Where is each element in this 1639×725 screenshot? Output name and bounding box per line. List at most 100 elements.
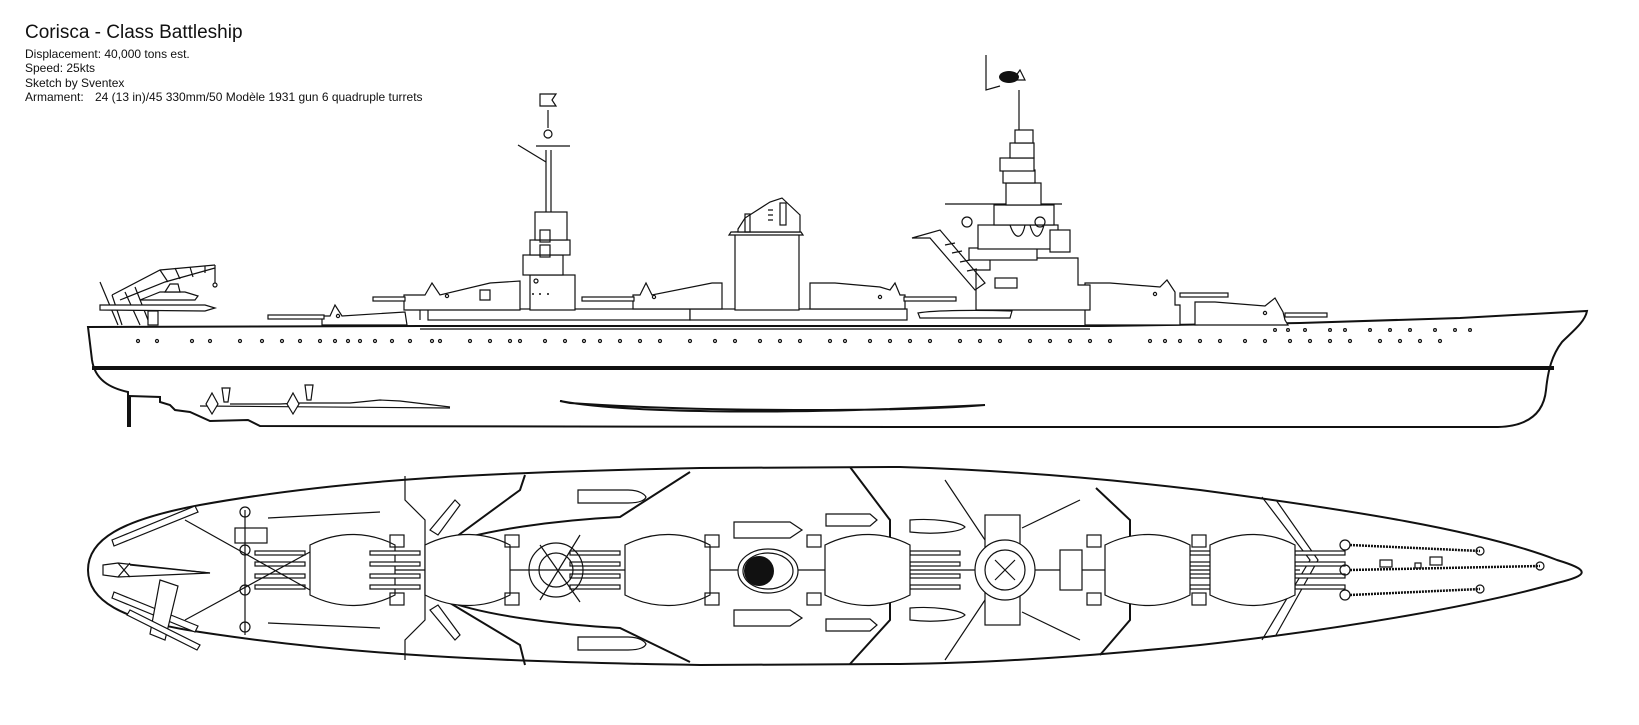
turret-plan <box>369 533 520 607</box>
capstan <box>1475 584 1485 594</box>
porthole <box>1342 328 1347 333</box>
porthole <box>927 338 933 344</box>
gun-barrel <box>909 573 961 579</box>
turret-rangefinder <box>504 534 520 548</box>
turret-p <box>809 281 957 310</box>
porthole <box>372 338 378 344</box>
propeller-2 <box>286 391 300 416</box>
porthole <box>154 338 160 344</box>
porthole <box>687 338 693 344</box>
porthole <box>429 338 435 344</box>
credit-text: Sketch by Sventex <box>25 75 125 90</box>
gun-barrel <box>254 584 306 590</box>
turret-rangefinder <box>1086 592 1102 606</box>
anchor-chains <box>1339 539 1545 601</box>
turret-plan <box>1191 533 1346 607</box>
catapult-plan <box>102 505 381 651</box>
gun-barrel <box>369 573 421 579</box>
turret-rangefinder <box>1086 534 1102 548</box>
gun-barrel <box>254 550 306 556</box>
gun-barrel <box>1294 550 1346 556</box>
porthole <box>997 338 1003 344</box>
porthole <box>1307 338 1313 344</box>
anchor-chain <box>1349 564 1541 572</box>
turret-rangefinder <box>1191 534 1207 548</box>
gun-barrel <box>254 561 306 567</box>
turret-rangefinder <box>389 534 405 548</box>
porthole <box>1377 338 1383 344</box>
propeller-shafts <box>199 384 451 416</box>
porthole <box>487 338 493 344</box>
anchor-chain <box>1349 543 1481 553</box>
porthole <box>1367 328 1372 333</box>
forward-tower <box>911 55 1091 311</box>
porthole <box>1285 328 1290 333</box>
porthole <box>1087 338 1093 344</box>
turret-housing <box>824 533 911 607</box>
superstructure-deck-fwd <box>689 308 908 321</box>
porthole <box>1327 338 1333 344</box>
spec-block: Corisca - Class Battleship Displacement:… <box>25 22 423 104</box>
aircraft-crane <box>99 264 218 326</box>
porthole <box>189 338 195 344</box>
gun-barrel <box>909 584 961 590</box>
porthole <box>581 338 587 344</box>
citadel-lines <box>444 474 526 666</box>
porthole <box>1067 338 1073 344</box>
turret-housing <box>1209 533 1296 607</box>
porthole <box>1242 338 1248 344</box>
turret-housing <box>309 533 396 607</box>
side-profile <box>86 55 1589 428</box>
aft-mast <box>517 93 576 311</box>
turret-q <box>581 281 723 310</box>
porthole <box>1302 328 1307 333</box>
porthole <box>1177 338 1183 344</box>
porthole <box>1407 328 1412 333</box>
porthole <box>467 338 473 344</box>
porthole <box>1467 328 1472 333</box>
turret-rangefinder <box>504 592 520 606</box>
porthole <box>1047 338 1053 344</box>
armament-value: 24 (13 in)/45 330mm/50 Modèle 1931 gun 6… <box>95 89 423 104</box>
capstan <box>1535 561 1545 571</box>
turret-housing <box>1104 533 1191 607</box>
capstan <box>1475 546 1485 556</box>
funnel <box>727 197 805 311</box>
porthole <box>712 338 718 344</box>
turret-rangefinder <box>806 592 822 606</box>
porthole <box>957 338 963 344</box>
gun-barrel <box>1294 561 1346 567</box>
turret-rangefinder <box>806 534 822 548</box>
porthole <box>1197 338 1203 344</box>
porthole <box>1217 338 1223 344</box>
porthole <box>259 338 265 344</box>
porthole <box>1327 328 1332 333</box>
porthole <box>1417 338 1423 344</box>
gun-barrel <box>909 550 961 556</box>
turret-plan <box>806 533 961 607</box>
turret-housing <box>424 533 511 607</box>
plan-view <box>86 465 1583 667</box>
bilge-keel <box>559 400 986 413</box>
deck-boat <box>917 309 1013 319</box>
porthole <box>1262 338 1268 344</box>
porthole <box>407 338 413 344</box>
porthole <box>887 338 893 344</box>
gun-barrel <box>254 573 306 579</box>
porthole <box>1107 338 1113 344</box>
gun-barrel <box>569 550 621 556</box>
speed-text: Speed: 25kts <box>25 61 96 76</box>
porthole <box>135 338 141 344</box>
porthole <box>542 338 548 344</box>
porthole <box>517 338 523 344</box>
turret-housing <box>624 533 711 607</box>
gun-barrel <box>569 561 621 567</box>
aft-director-plan <box>528 534 584 603</box>
turret-rangefinder <box>389 592 405 606</box>
gun-barrel <box>1294 573 1346 579</box>
porthole <box>297 338 303 344</box>
turret-x <box>372 280 521 311</box>
turret-y <box>267 303 408 326</box>
hatch <box>1379 559 1393 568</box>
